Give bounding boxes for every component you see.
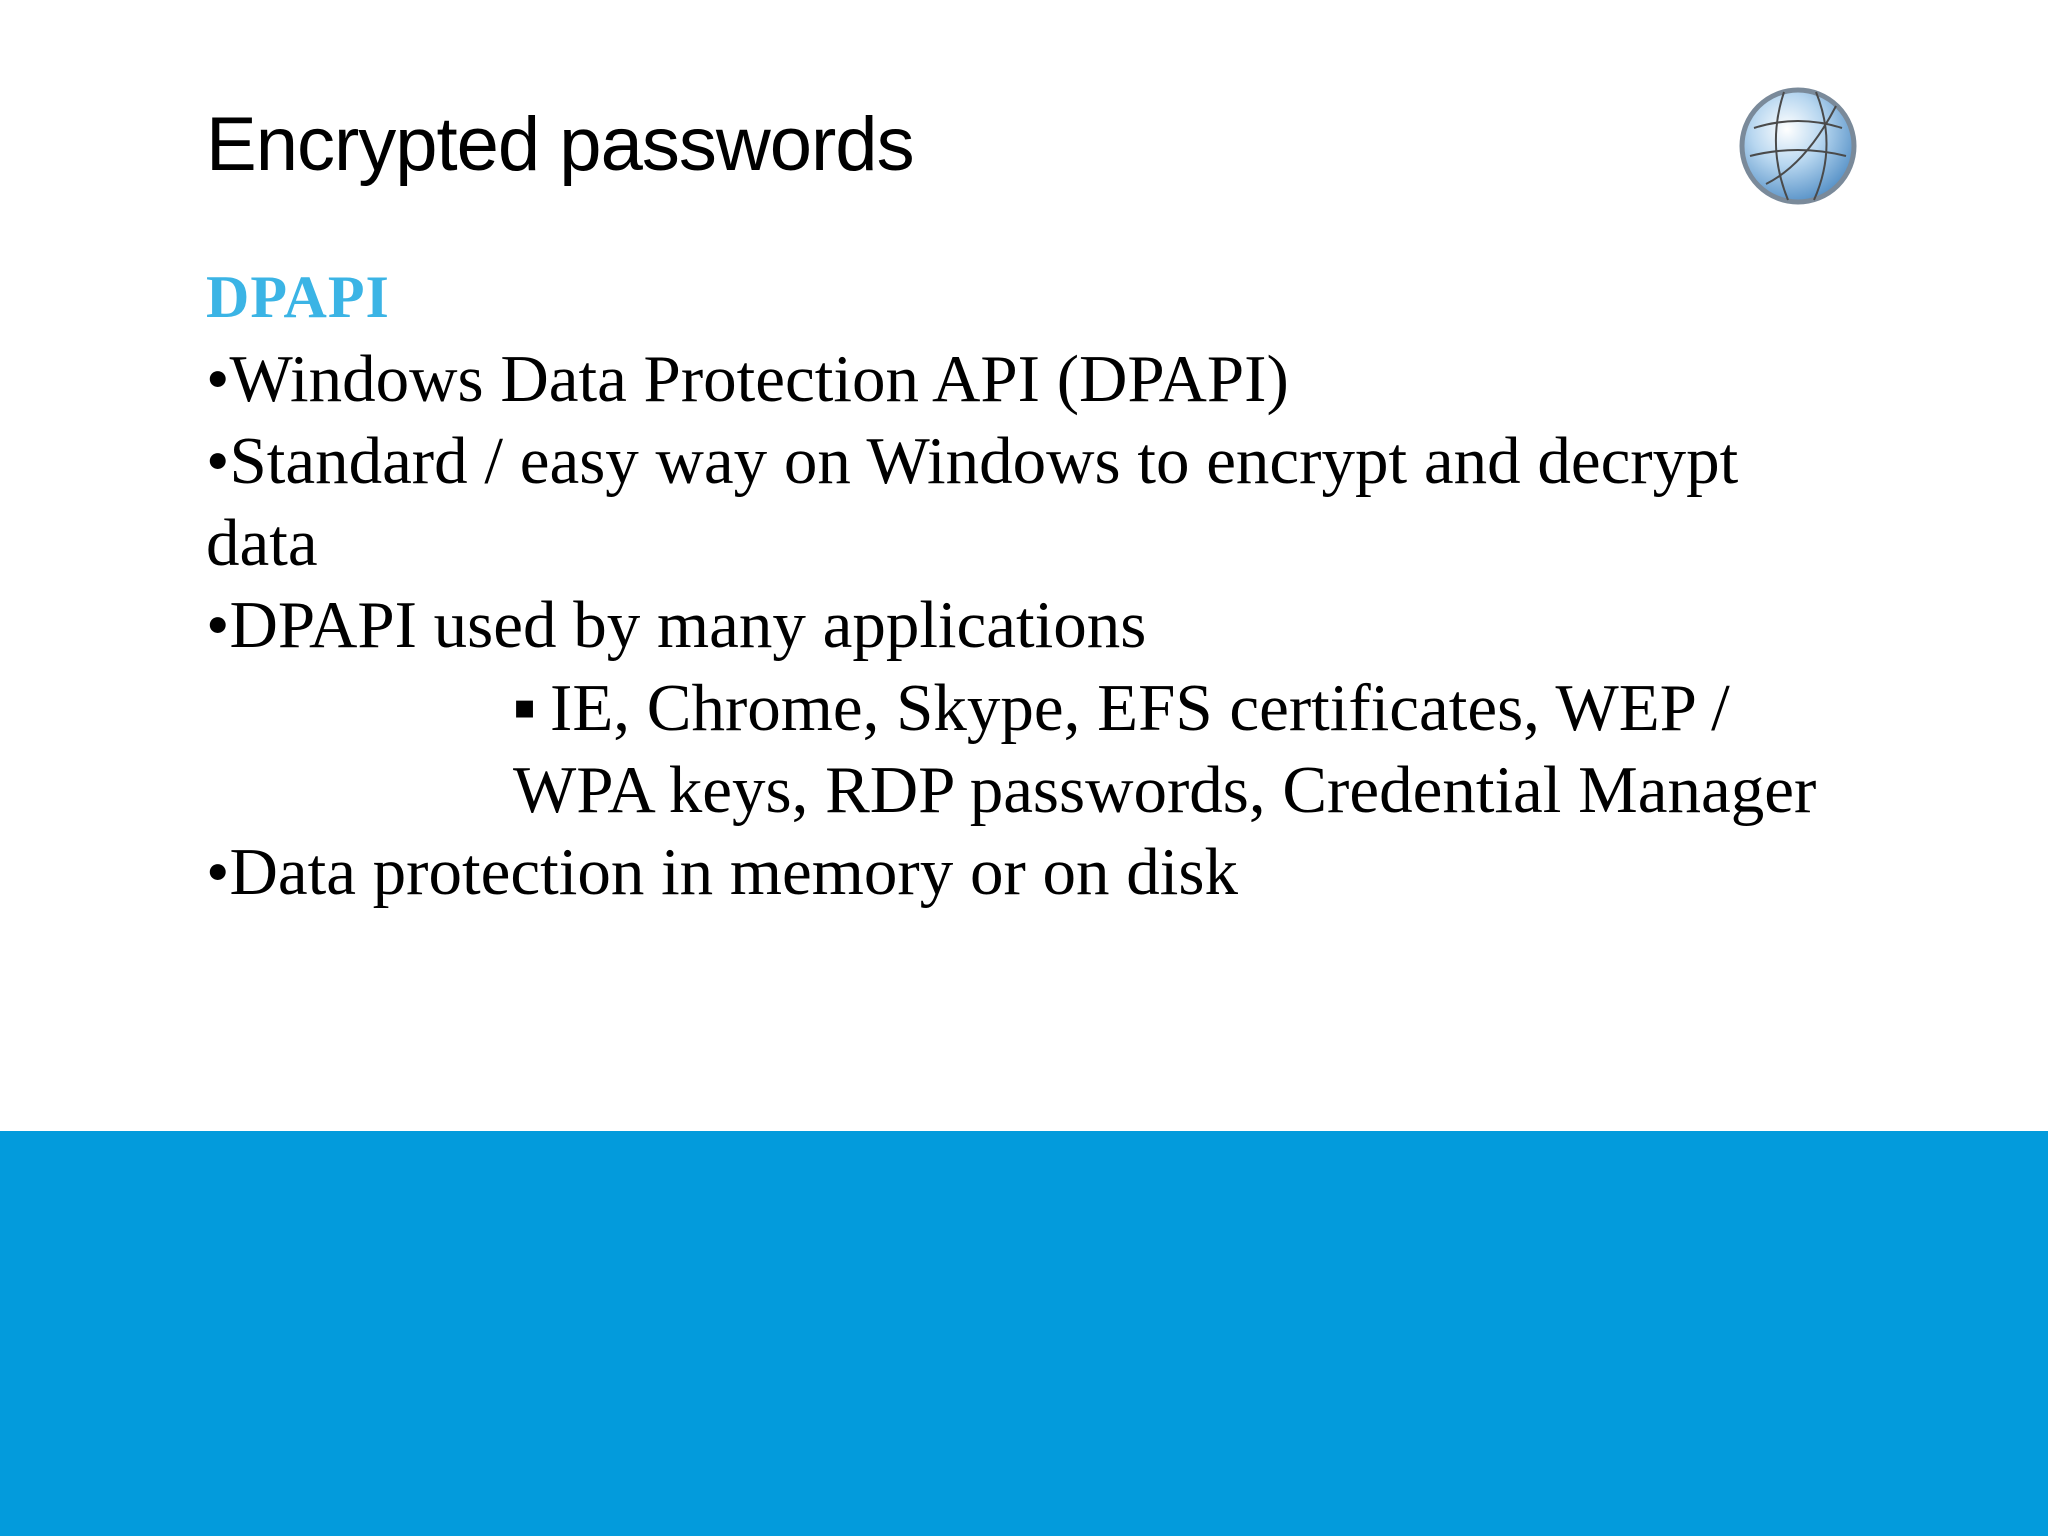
footer-band <box>0 1131 2048 1536</box>
bullet-item: •DPAPI used by many applications <box>206 588 1147 662</box>
bullet-item: •Data protection in memory or on disk <box>206 835 1238 909</box>
bullet-item: •Standard / easy way on Windows to encry… <box>206 424 1739 580</box>
slide-title: Encrypted passwords <box>206 102 915 187</box>
slide-body: DPAPI •Windows Data Protection API (DPAP… <box>206 256 1846 913</box>
bullet-item: •Windows Data Protection API (DPAPI) <box>206 342 1289 416</box>
globe-icon <box>1736 84 1860 208</box>
section-heading: DPAPI <box>206 264 390 330</box>
square-bullet-icon: ▪ <box>513 687 537 727</box>
sub-bullet-text: IE, Chrome, Skype, EFS certificates, WEP… <box>513 671 1817 827</box>
sub-bullet-item: ▪IE, Chrome, Skype, EFS certificates, WE… <box>513 666 1843 831</box>
